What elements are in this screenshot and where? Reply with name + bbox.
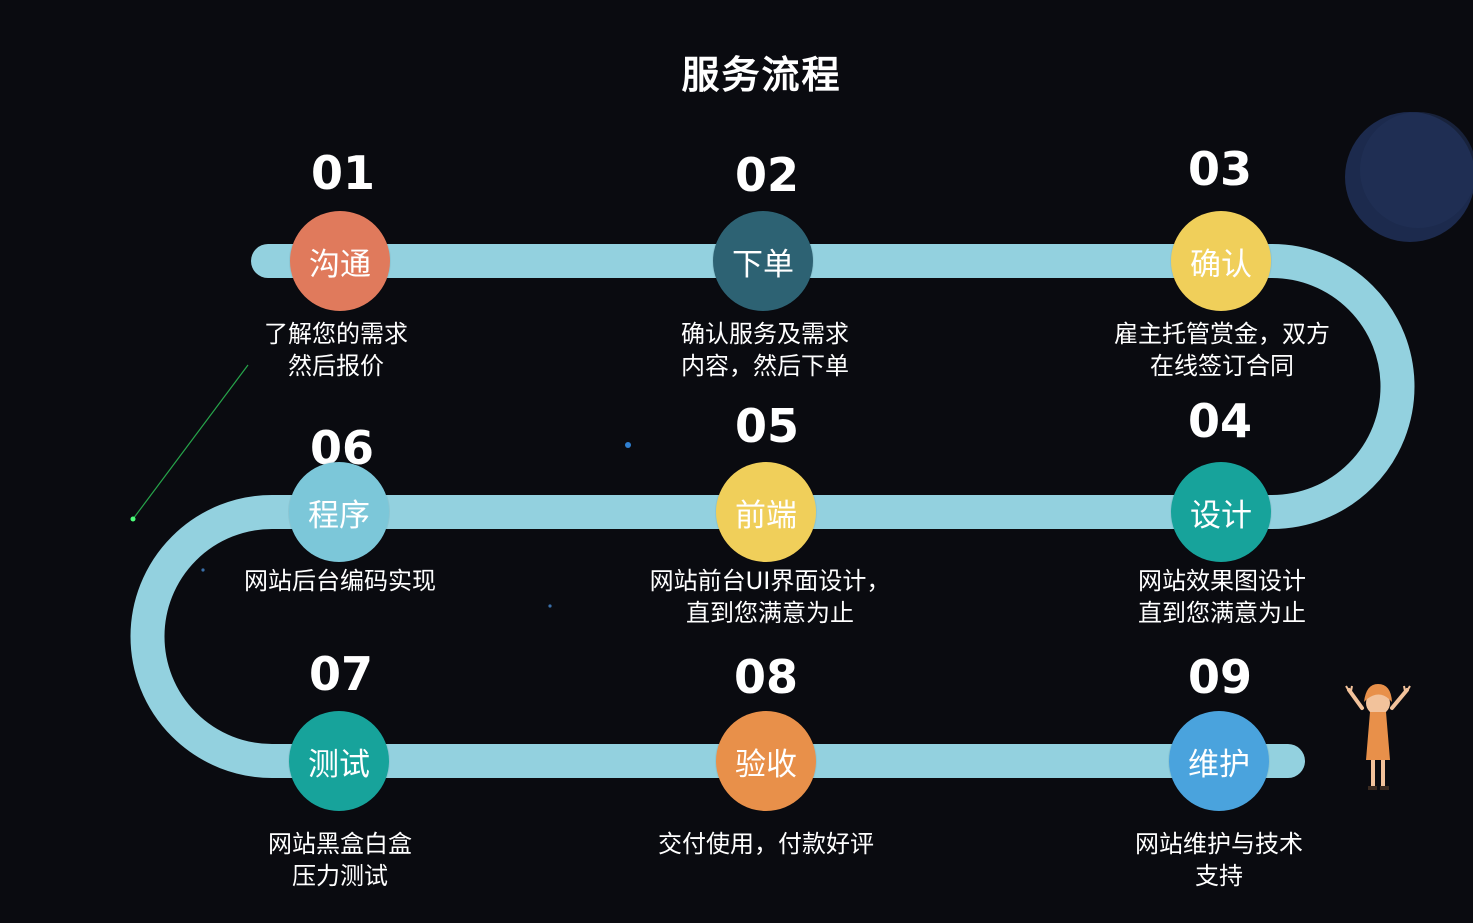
step-number: 03 (1187, 142, 1252, 196)
page-title: 服务流程 (681, 53, 842, 97)
step-number: 02 (734, 148, 799, 202)
step-number: 09 (1187, 650, 1252, 704)
shooting-star-icon (132, 364, 249, 520)
step-number: 05 (734, 399, 799, 453)
step-description: 网站维护与技术 支持 (1135, 830, 1303, 890)
step-number: 07 (308, 647, 373, 701)
star-dot (625, 442, 631, 448)
step-node-order: 下单 (713, 211, 813, 311)
step-description: 交付使用，付款好评 (658, 830, 874, 858)
step-node-confirm: 确认 (1171, 211, 1271, 311)
step-description: 雇主托管赏金，双方 在线签订合同 (1114, 320, 1330, 380)
step-description: 网站黑盒白盒 压力测试 (268, 830, 412, 890)
person-figure-icon (1345, 684, 1411, 790)
step-node-maintenance: 维护 (1169, 711, 1269, 811)
step-node-acceptance: 验收 (716, 711, 816, 811)
star-dot (201, 568, 205, 572)
star-dot (548, 604, 552, 608)
step-number: 04 (1187, 394, 1252, 448)
step-node-communicate: 沟通 (290, 211, 390, 311)
step-number: 01 (310, 146, 375, 200)
step-description: 网站前台UI界面设计， 直到您满意为止 (649, 567, 891, 627)
step-description: 网站后台编码实现 (244, 567, 436, 595)
step-node-frontend: 前端 (716, 462, 816, 562)
step-description: 确认服务及需求 内容，然后下单 (681, 320, 849, 380)
step-node-program: 程序 (289, 462, 389, 562)
step-node-design: 设计 (1171, 462, 1271, 562)
step-description: 网站效果图设计 直到您满意为止 (1138, 567, 1306, 627)
step-description: 了解您的需求 然后报价 (264, 320, 408, 380)
step-node-test: 测试 (289, 711, 389, 811)
step-number: 08 (733, 650, 798, 704)
